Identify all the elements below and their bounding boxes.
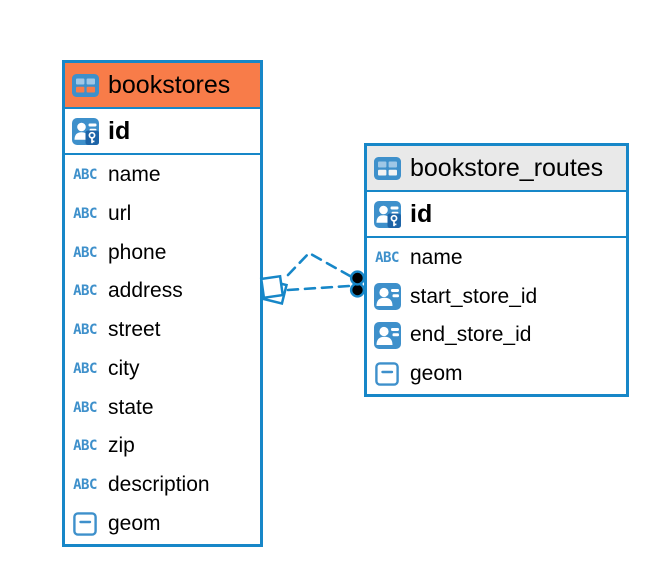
field-row-phone[interactable]: ABC phone (65, 233, 260, 272)
field-row-address[interactable]: ABC address (65, 272, 260, 311)
field-row-geom[interactable]: geom (367, 355, 626, 394)
table-icon (71, 73, 99, 97)
field-list: ABC name start_store_id (367, 238, 626, 394)
field-name: name (108, 163, 161, 187)
table-bookstores-header[interactable]: bookstores (65, 63, 260, 109)
field-name: geom (410, 361, 463, 385)
table-bookstore-routes-header[interactable]: bookstore_routes (367, 146, 626, 192)
geometry-type-icon (373, 361, 401, 386)
text-type-icon: ABC (73, 438, 97, 455)
primary-key-icon (373, 200, 401, 228)
field-name: street (108, 318, 161, 342)
relation-source-icon[interactable] (259, 274, 289, 306)
field-row-end-store-id[interactable]: end_store_id (367, 316, 626, 355)
field-list: ABC name ABC url ABC phone ABC address A… (65, 155, 260, 544)
field-name: zip (108, 434, 135, 458)
text-type-icon: ABC (73, 399, 97, 416)
field-name: address (108, 279, 183, 303)
text-type-icon: ABC (73, 206, 97, 223)
text-type-icon: ABC (73, 360, 97, 377)
text-type-icon: ABC (73, 244, 97, 261)
table-title: bookstore_routes (410, 153, 604, 182)
table-bookstores[interactable]: bookstores id ABC (62, 60, 263, 547)
field-row-street[interactable]: ABC street (65, 311, 260, 350)
reference-type-icon (373, 283, 401, 311)
field-name: name (410, 246, 463, 270)
text-type-icon: ABC (73, 322, 97, 339)
relation-endpoint-dot-upper[interactable] (349, 270, 366, 286)
relation-line-lower[interactable] (286, 284, 351, 292)
table-bookstore-routes[interactable]: bookstore_routes id ABC (364, 143, 629, 397)
reference-type-icon (373, 321, 401, 349)
field-row-city[interactable]: ABC city (65, 350, 260, 389)
field-name: end_store_id (410, 323, 532, 347)
field-name: phone (108, 240, 167, 264)
field-name: description (108, 472, 210, 496)
text-type-icon: ABC (73, 476, 97, 493)
field-row-id[interactable]: id (65, 109, 260, 155)
field-row-zip[interactable]: ABC zip (65, 427, 260, 466)
field-name: start_store_id (410, 284, 538, 308)
text-type-icon: ABC (375, 250, 399, 267)
field-name: city (108, 356, 140, 380)
field-name: geom (108, 511, 161, 535)
field-row-name[interactable]: ABC name (65, 156, 260, 195)
text-type-icon: ABC (73, 167, 97, 184)
geometry-type-icon (71, 511, 99, 536)
field-row-id[interactable]: id (367, 192, 626, 238)
field-row-state[interactable]: ABC state (65, 388, 260, 427)
primary-key-icon (71, 117, 99, 145)
table-icon (373, 156, 401, 180)
field-name: url (108, 202, 132, 226)
text-type-icon: ABC (73, 283, 97, 300)
field-row-start-store-id[interactable]: start_store_id (367, 278, 626, 317)
field-row-geom[interactable]: geom (65, 504, 260, 543)
field-name: id (410, 199, 433, 228)
field-name: state (108, 395, 154, 419)
field-name: id (108, 116, 131, 145)
field-row-description[interactable]: ABC description (65, 466, 260, 505)
field-row-url[interactable]: ABC url (65, 195, 260, 234)
field-row-name[interactable]: ABC name (367, 239, 626, 278)
table-title: bookstores (108, 70, 231, 99)
relation-line-upper[interactable] (286, 251, 352, 278)
